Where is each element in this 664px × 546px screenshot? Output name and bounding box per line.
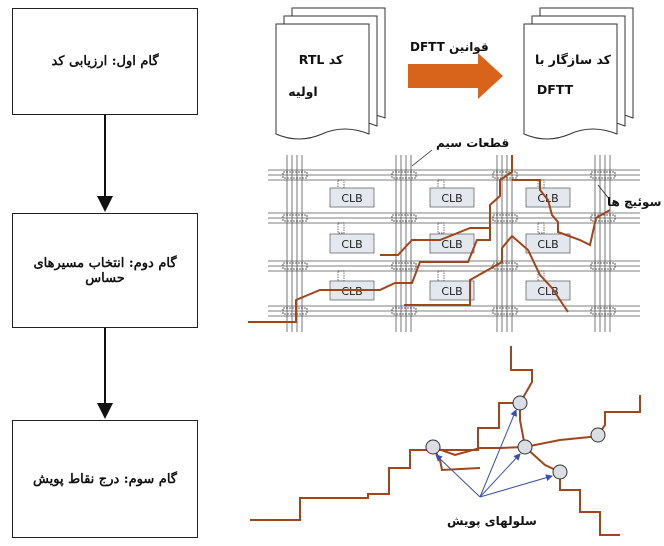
- switches-label: سوئیچ ها: [607, 195, 662, 209]
- step-2-box: گام دوم: انتخاب مسیرهای حساس: [12, 213, 198, 328]
- clb-label: CLB: [341, 238, 362, 251]
- clb-label: CLB: [441, 285, 462, 298]
- clb-block: [525, 233, 571, 254]
- clb-block: [525, 187, 571, 208]
- dftt-doc-line1: کد سازگار با: [535, 52, 611, 67]
- clb-label: CLB: [341, 285, 362, 298]
- step-3-label: گام سوم: درج نقاط پویش: [33, 471, 177, 487]
- scan-path-lines: [250, 346, 641, 536]
- clb-block: [329, 187, 375, 208]
- clb-label: CLB: [537, 238, 558, 251]
- clb-label: CLB: [341, 192, 362, 205]
- dftt-rules-label: قوانین DFTT: [410, 40, 489, 54]
- dftt-document-stack: [523, 7, 634, 140]
- step-2-label: گام دوم: انتخاب مسیرهای حساس: [33, 255, 177, 286]
- clb-label: CLB: [441, 238, 462, 251]
- rtl-document-stack: [275, 7, 386, 140]
- scan-cell: [517, 439, 533, 455]
- clb-labels: CLB CLB CLB CLB CLB CLB CLB CLB CLB: [341, 192, 558, 298]
- step-3-box: گام سوم: درج نقاط پویش: [12, 420, 198, 538]
- clb-block: [525, 280, 571, 301]
- step-1-box: گام اول: ارزیابی کد: [12, 8, 198, 115]
- step-1-label: گام اول: ارزیابی کد: [51, 54, 159, 69]
- dftt-rules-arrow: [408, 53, 503, 99]
- clb-label: CLB: [441, 192, 462, 205]
- clb-block: [329, 233, 375, 254]
- critical-paths: [248, 155, 611, 323]
- scan-cells: [425, 395, 606, 480]
- clb-block: [429, 187, 475, 208]
- scan-cell: [590, 427, 606, 443]
- clb-block: [429, 280, 475, 301]
- wire-segments-label: قطعات سیم: [436, 136, 510, 150]
- scan-cell: [425, 439, 441, 455]
- dftt-doc-line2: DFTT: [536, 82, 574, 97]
- scan-cell-pointers: [435, 409, 553, 498]
- rtl-doc-line1: کد RTL: [298, 52, 344, 67]
- rtl-doc-line2: اولیه: [288, 84, 318, 99]
- scan-cells-label: سلولهای پویش: [447, 514, 537, 528]
- scan-cell: [512, 395, 528, 411]
- switches-pointer: [597, 184, 611, 201]
- clb-blocks: [329, 187, 571, 301]
- wire-segments-pointer: [411, 149, 433, 167]
- scan-cell: [552, 464, 568, 480]
